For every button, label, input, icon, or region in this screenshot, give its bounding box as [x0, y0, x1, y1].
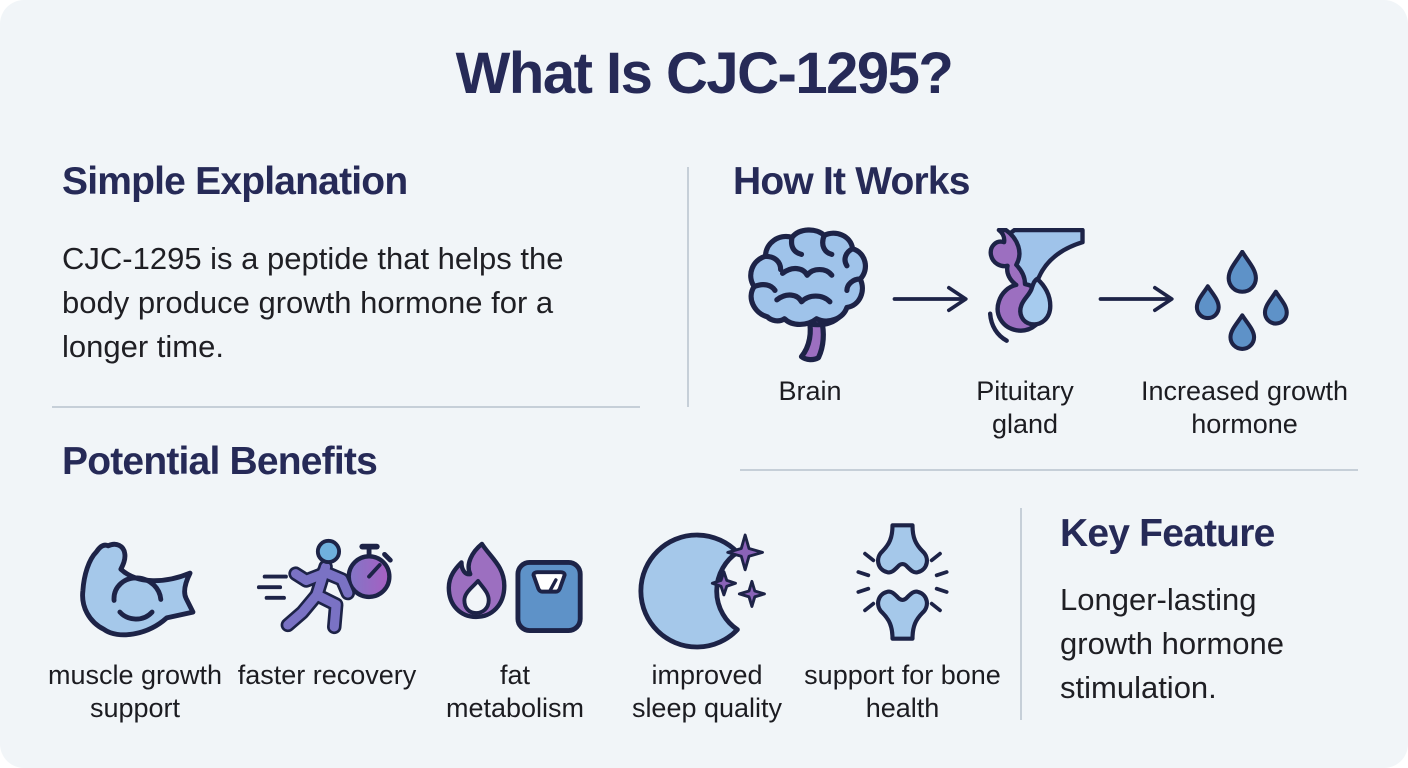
moon-sparkles-icon: [637, 506, 777, 652]
benefit-label-faster-recovery: faster recovery: [237, 660, 417, 690]
step-label-increased-growth-hormone: Increased growth hormone: [1140, 376, 1349, 440]
benefit-item-improved-sleep: improved sleep quality: [617, 506, 797, 726]
simple-explanation-heading: Simple Explanation: [62, 160, 408, 203]
divider-vertical-key-feature: [1020, 508, 1022, 720]
key-feature-body: Longer-lasting growth hormone stimulatio…: [1060, 582, 1285, 706]
flame-scale-icon: [442, 506, 588, 652]
benefit-item-fat-metabolism: fat metabolism: [430, 506, 600, 726]
step-brain: Brain: [730, 227, 890, 408]
step-label-brain: Brain: [778, 376, 842, 406]
benefit-item-bone-health: support for bone health: [800, 506, 1005, 726]
step-increased-growth-hormone: Increased growth hormone: [1137, 228, 1352, 442]
benefit-label-improved-sleep: improved sleep quality: [631, 660, 783, 724]
benefit-item-muscle-growth: muscle growth support: [30, 506, 240, 726]
step-pituitary-gland: Pituitary gland: [940, 228, 1110, 442]
key-feature-heading: Key Feature: [1060, 512, 1275, 555]
page-title: What Is CJC-1295?: [455, 41, 954, 106]
arrow-right-icon: [890, 284, 974, 319]
step-label-pituitary-gland: Pituitary gland: [976, 376, 1074, 440]
potential-benefits-heading: Potential Benefits: [62, 440, 378, 483]
how-it-works-heading: How It Works: [733, 160, 971, 203]
runner-stopwatch-icon: [255, 506, 400, 652]
muscle-arm-icon: [69, 506, 201, 652]
simple-explanation-body: CJC-1295 is a peptide that helps the bod…: [62, 241, 564, 365]
benefit-item-faster-recovery: faster recovery: [232, 506, 422, 692]
benefit-label-fat-metabolism: fat metabolism: [445, 660, 585, 724]
divider-horizontal-right: [740, 469, 1358, 471]
benefit-label-bone-health: support for bone health: [804, 660, 1001, 724]
divider-vertical-middle: [687, 167, 689, 407]
arrow-right-icon: [1096, 284, 1180, 319]
hormone-droplets-icon: [1186, 228, 1304, 368]
brain-icon: [739, 227, 881, 368]
benefit-label-muscle-growth: muscle growth support: [47, 660, 223, 724]
divider-horizontal-left: [52, 406, 640, 408]
bone-joint-icon: [840, 506, 965, 652]
pituitary-gland-icon: [964, 228, 1086, 368]
